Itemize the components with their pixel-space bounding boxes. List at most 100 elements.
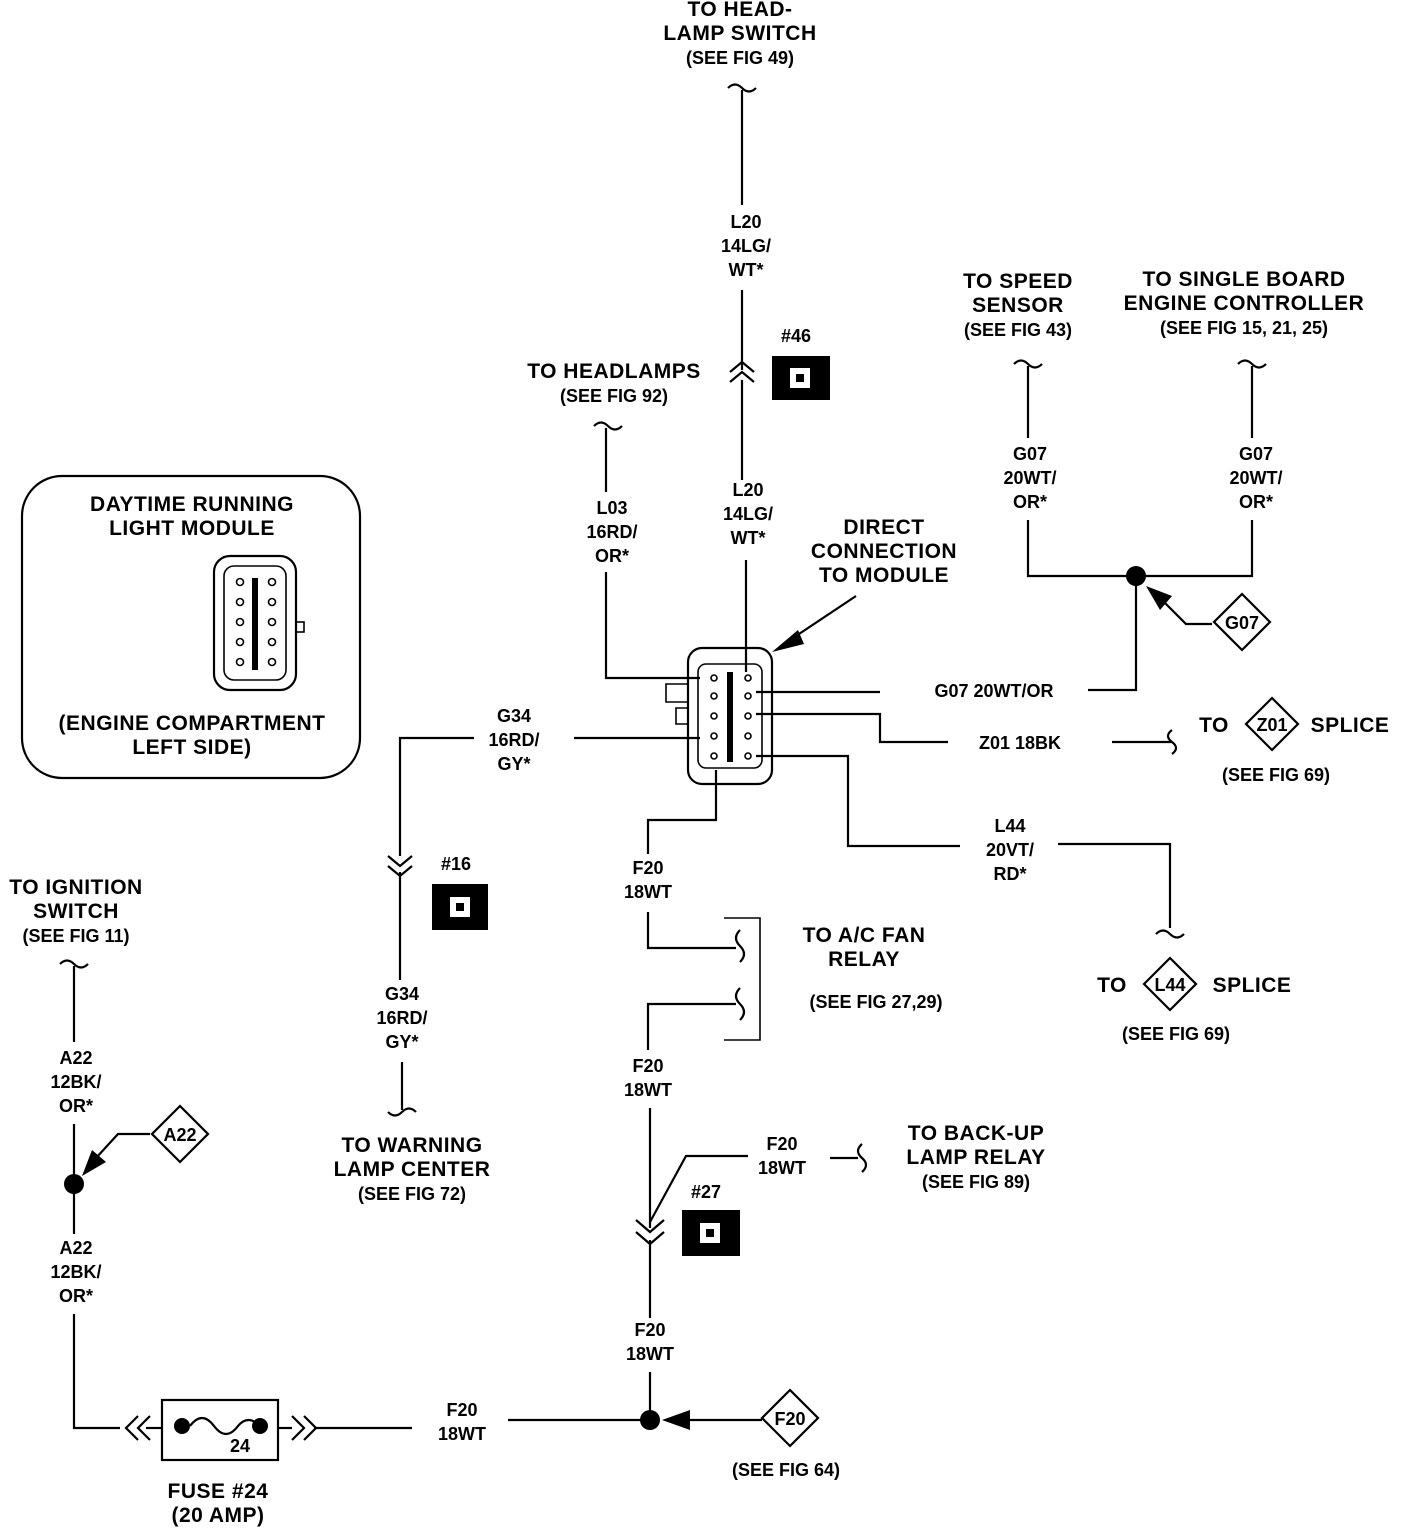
- fuse-terminal-left: [174, 1418, 190, 1434]
- sbec-ref: (SEE FIG 15, 21, 25): [1160, 318, 1328, 338]
- wire-label-l20-color: WT*: [729, 260, 764, 280]
- drl-module-connector-latch: [727, 672, 733, 762]
- splice-point-g07: [1126, 566, 1146, 586]
- z01-dest-prefix: TO: [1199, 714, 1229, 737]
- ignition-ref: (SEE FIG 11): [22, 926, 129, 946]
- headlamp-switch-label-1: TO HEAD-: [687, 0, 792, 21]
- splice-g07-label: G07: [1225, 613, 1259, 633]
- wire-label-l44-color: RD*: [993, 864, 1026, 884]
- module-callout-box: [20, 474, 362, 780]
- warning-lamp-label-2: LAMP CENTER: [334, 1158, 491, 1181]
- fuse-24-icon: [160, 1398, 280, 1462]
- connector-46-icon-pin: [796, 374, 804, 382]
- wire-g34-upper: [398, 736, 474, 856]
- splice-f20-icon: [760, 1388, 820, 1448]
- wire-label-l03: L03: [596, 498, 627, 518]
- ac-fan-label-2: RELAY: [828, 948, 900, 971]
- arrow-head-icon: [662, 1410, 690, 1430]
- wire-l44-out: [1058, 842, 1172, 928]
- headlamps-label: TO HEADLAMPS: [527, 360, 701, 383]
- arrow-head-icon: [82, 1150, 106, 1176]
- wire-label-a22-color: OR*: [59, 1096, 93, 1116]
- wire-break-mark: [727, 83, 757, 93]
- wire-break-mark: [1166, 729, 1178, 755]
- wire-break-mark: [59, 959, 89, 969]
- wire-f20-to-backup: [649, 1154, 748, 1223]
- l44-dest-prefix: TO: [1097, 974, 1127, 997]
- speed-sensor-label-2: SENSOR: [972, 294, 1064, 317]
- drl-module-connector-pins: [710, 674, 752, 760]
- wire-label-g34-lower-gauge: 16RD/: [376, 1008, 427, 1028]
- fuse-label-1: FUSE #24: [168, 1480, 269, 1503]
- wire-break-mark: [387, 1107, 417, 1117]
- direct-connection-label-2: CONNECTION: [811, 540, 957, 563]
- wire-break-mark: [856, 1143, 868, 1173]
- connector-46-chevron: [729, 360, 755, 383]
- wire-label-a22-lower-gauge: 12BK/: [50, 1262, 101, 1282]
- wire-l44: [756, 754, 960, 848]
- module-connector-inner: [223, 565, 287, 681]
- wire-label-g07-module: G07 20WT/OR: [934, 681, 1053, 701]
- wire-label-l20: L20: [730, 212, 761, 232]
- drl-connector-tab-lower: [675, 707, 688, 725]
- module-connector-pins: [235, 577, 277, 667]
- wire-g07-to-splice: [1088, 576, 1138, 692]
- wire-f20-to-ac-2: [646, 1002, 736, 1050]
- headlamps-ref: (SEE FIG 92): [560, 386, 668, 406]
- wire-label-z01: Z01 18BK: [979, 733, 1061, 753]
- wire-label-f20-e: F20: [446, 1400, 477, 1420]
- direct-connection-leader: [789, 595, 857, 641]
- wire-break-mark: [1155, 929, 1185, 939]
- drl-connector-tab-upper: [665, 683, 688, 703]
- wire-label-f20-c: F20: [766, 1134, 797, 1154]
- drl-module-connector-inner: [697, 663, 763, 769]
- module-title-1: DAYTIME RUNNING: [90, 493, 294, 516]
- wire-label-g07-right: G07: [1239, 444, 1273, 464]
- wire-label-a22-lower: A22: [59, 1238, 92, 1258]
- sbec-label-1: TO SINGLE BOARD: [1142, 268, 1345, 291]
- ac-fan-label-1: TO A/C FAN: [803, 924, 926, 947]
- splice-l44-label: L44: [1154, 975, 1185, 995]
- fuse-label-2: (20 AMP): [171, 1504, 264, 1527]
- splice-g07-icon: [1212, 592, 1272, 652]
- module-location-2: LEFT SIDE): [132, 736, 251, 759]
- fuse-output-chevron: [291, 1415, 318, 1441]
- warning-lamp-label-1: TO WARNING: [341, 1134, 482, 1157]
- z01-dest-suffix: SPLICE: [1311, 714, 1390, 737]
- wire-label-l20-gauge: 14LG/: [721, 236, 771, 256]
- wire-label-a22-gauge: 12BK/: [50, 1072, 101, 1092]
- splice-l44-icon: [1142, 956, 1198, 1012]
- wire-label-g34-color: GY*: [497, 754, 530, 774]
- splice-f20-label: F20: [774, 1409, 805, 1429]
- wire-break-mark: [734, 929, 746, 963]
- ac-fan-ref: (SEE FIG 27,29): [809, 992, 942, 1012]
- wire-label-a22-lower-color: OR*: [59, 1286, 93, 1306]
- wire-a22-lower: [72, 1314, 120, 1430]
- module-connector-latch: [252, 578, 258, 670]
- wire-break-mark: [1237, 359, 1267, 369]
- arrow-head-icon: [1146, 586, 1172, 610]
- wire-label-f20-a: F20: [632, 858, 663, 878]
- headlamp-switch-label-2: LAMP SWITCH: [663, 22, 816, 45]
- connector-16-label: #16: [441, 854, 471, 874]
- wire-label-f20-e-gauge: 18WT: [438, 1424, 486, 1444]
- ignition-label-1: TO IGNITION: [9, 876, 142, 899]
- splice-g07-leader: [1159, 597, 1212, 626]
- wire-z01: [756, 712, 948, 744]
- l44-dest-ref: (SEE FIG 69): [1122, 1024, 1230, 1044]
- connector-46-label: #46: [781, 326, 811, 346]
- wire-label-g34-lower-color: GY*: [385, 1032, 418, 1052]
- l44-dest-suffix: SPLICE: [1213, 974, 1292, 997]
- f20-ref: (SEE FIG 64): [732, 1460, 840, 1480]
- direct-connection-label-3: TO MODULE: [819, 564, 949, 587]
- wire-label-f20-c-gauge: 18WT: [758, 1158, 806, 1178]
- wire-l03-lower: [604, 572, 700, 680]
- wire-label-l20-mid: L20: [732, 480, 763, 500]
- drl-module-connector: [686, 646, 774, 786]
- splice-point-a22: [64, 1174, 84, 1194]
- connector-27-icon-pin: [706, 1229, 714, 1237]
- wire-label-g07-left: G07: [1013, 444, 1047, 464]
- wire-label-a22: A22: [59, 1048, 92, 1068]
- direct-connection-label-1: DIRECT: [843, 516, 924, 539]
